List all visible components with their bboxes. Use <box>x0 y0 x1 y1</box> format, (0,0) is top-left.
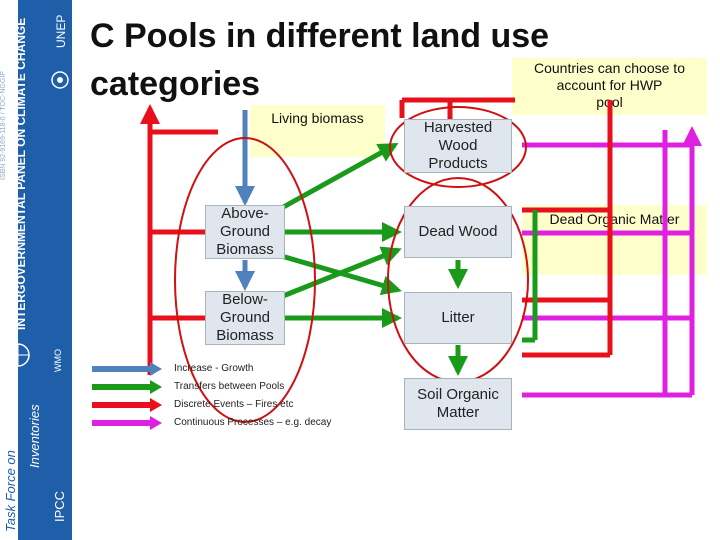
legend-transfer-swatch <box>92 380 162 394</box>
harvested-wood-products-pool: Harvested Wood Products <box>404 119 512 173</box>
soil-line1: Soil Organic <box>417 386 499 403</box>
above-line3: Biomass <box>216 241 274 258</box>
hwp-line1: Harvested <box>423 119 493 136</box>
slide-title: C Pools in different land use categories <box>90 12 549 108</box>
dead-wood-label: Dead Wood <box>418 223 498 240</box>
below-line3: Biomass <box>216 327 274 344</box>
hwp-line3: Products <box>428 155 488 172</box>
below-line1: Below- <box>222 291 268 308</box>
unep-emblem-icon <box>51 71 69 89</box>
hwp-callout-line1: Countries can choose to <box>534 60 685 76</box>
legend-transfers-label: Transfers between Pools <box>174 381 285 392</box>
above-line1: Above- <box>221 205 269 222</box>
above-line2: Ground <box>219 223 271 240</box>
above-ground-biomass-pool: Above- Ground Biomass <box>205 205 285 259</box>
wmo-emblem-icon <box>6 343 30 367</box>
hwp-line2: Wood <box>438 137 478 154</box>
sidebar-emblems <box>6 71 69 367</box>
dead-organic-matter-callout: Dead Organic Matter <box>522 205 707 275</box>
transfer-arrows <box>276 142 538 376</box>
title-line1: C Pools in different land use <box>90 17 550 55</box>
legend-increase-label: Increase - Growth <box>174 363 254 374</box>
living-biomass-label: Living biomass <box>271 110 364 126</box>
below-line2: Ground <box>219 309 271 326</box>
litter-label: Litter <box>441 309 475 326</box>
sidebar-light-strip <box>0 0 18 540</box>
hwp-callout-line2: account for HWP <box>556 77 663 93</box>
legend-swatches <box>92 362 162 430</box>
litter-pool: Litter <box>404 292 512 344</box>
legend-discrete-swatch <box>92 398 162 412</box>
soil-line2: Matter <box>436 404 480 421</box>
legend-discrete-label: Discrete Events – Fires etc <box>174 399 294 410</box>
soil-organic-matter-pool: Soil Organic Matter <box>404 378 512 430</box>
living-biomass-highlight <box>174 137 316 423</box>
hwp-highlight <box>389 106 527 188</box>
legend-continuous-swatch <box>92 416 162 430</box>
below-ground-biomass-pool: Below- Ground Biomass <box>205 291 285 345</box>
title-line2: categories <box>90 65 261 103</box>
legend-continuous-label: Continuous Processes – e.g. decay <box>174 417 332 428</box>
dead-organic-matter-label: Dead Organic Matter <box>549 211 680 227</box>
legend-growth-swatch <box>92 362 162 376</box>
continuous-process-arrows <box>522 126 702 398</box>
dead-wood-pool: Dead Wood <box>404 206 512 258</box>
